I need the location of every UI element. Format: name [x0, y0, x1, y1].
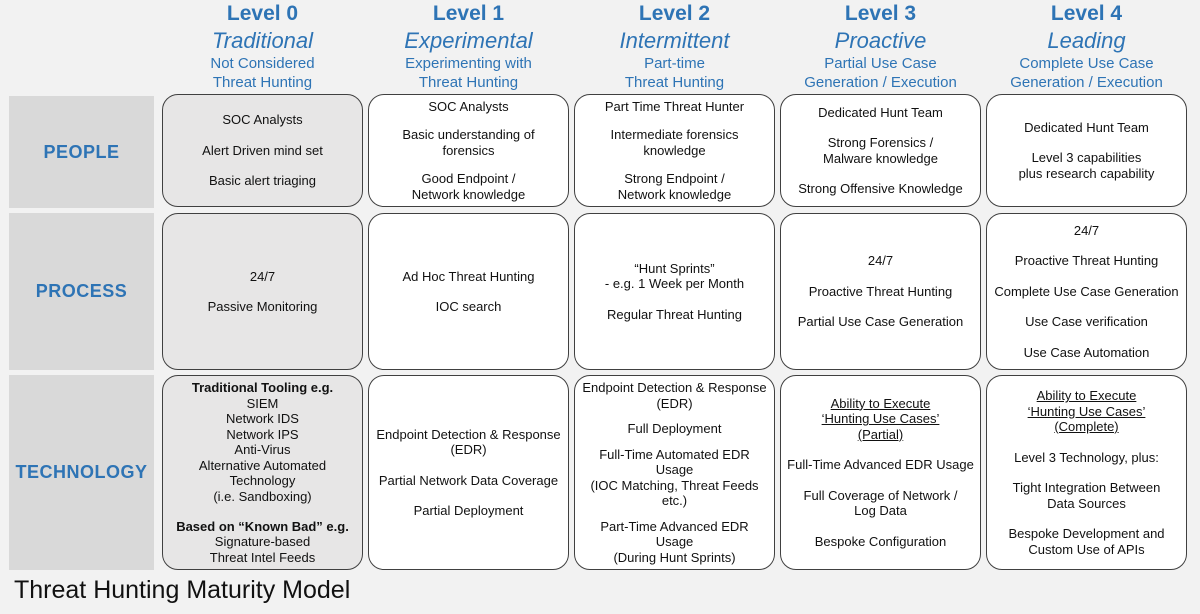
cell-text: Regular Threat Hunting — [607, 306, 742, 322]
cell-text: Strong Forensics / Malware knowledge — [823, 135, 938, 166]
cell-text: Tight Integration Between Data Sources — [1012, 480, 1161, 511]
cell-text: 24/7 — [867, 253, 894, 269]
level-name: Experimental — [404, 28, 533, 53]
level-subtitle-1: Complete Use Case — [1019, 55, 1154, 72]
cell-technology-level-3: Ability to Execute ‘Hunting Use Cases’ (… — [780, 375, 981, 570]
level-number: Level 3 — [844, 2, 917, 25]
cell-text: Traditional Tooling e.g. — [191, 380, 334, 395]
level-number: Level 2 — [638, 2, 711, 25]
level-subtitle-1: Partial Use Case — [824, 55, 937, 72]
cell-text: Partial Network Data Coverage — [378, 472, 559, 488]
level-2-header: Level 2 Intermittent Part-time Threat Hu… — [572, 0, 777, 94]
level-number: Level 4 — [1050, 2, 1123, 25]
level-number: Level 0 — [226, 2, 299, 25]
level-subtitle-1: Not Considered — [210, 55, 315, 72]
cell-text: Full-Time Advanced EDR Usage — [787, 457, 974, 473]
level-subtitle-2: Threat Hunting — [624, 74, 725, 91]
level-1-header: Level 1 Experimental Experimenting with … — [366, 0, 571, 94]
cell-text: Dedicated Hunt Team — [818, 104, 943, 120]
level-name: Proactive — [834, 28, 927, 53]
row-label-people: PEOPLE — [9, 96, 154, 208]
level-number: Level 1 — [432, 2, 505, 25]
level-subtitle-1: Part-time — [644, 55, 705, 72]
cell-text: Use Case Automation — [1023, 344, 1150, 360]
cell-text: Based on “Known Bad” e.g. — [176, 518, 349, 534]
cell-text: Full-Time Automated EDR Usage (IOC Match… — [590, 446, 759, 509]
cell-text: Bespoke Configuration — [814, 533, 947, 549]
cell-text: SOC Analysts — [428, 99, 509, 114]
cell-text: SIEM Network IDS Network IPS Anti-Virus … — [198, 395, 327, 504]
cell-text: Ad Hoc Threat Hunting — [402, 268, 535, 284]
level-subtitle-1: Experimenting with — [405, 55, 532, 72]
cell-text: Ability to Execute ‘Hunting Use Cases’ (… — [821, 395, 940, 442]
level-subtitle-2: Threat Hunting — [212, 74, 313, 91]
level-name: Intermittent — [619, 28, 730, 53]
cell-text: Endpoint Detection & Response (EDR) — [582, 380, 767, 411]
cell-text: Dedicated Hunt Team — [1024, 119, 1149, 135]
cell-text: SOC Analysts — [222, 112, 303, 128]
cell-text: Proactive Threat Hunting — [1014, 253, 1159, 269]
cell-text: Strong Offensive Knowledge — [798, 181, 963, 196]
cell-text: Basic understanding of forensics — [402, 127, 535, 158]
cell-text: 24/7 — [1073, 222, 1100, 238]
cell-text: Partial Deployment — [413, 503, 524, 518]
cell-text: Part-Time Advanced EDR Usage (During Hun… — [600, 518, 749, 565]
cell-text: Complete Use Case Generation — [994, 283, 1179, 299]
cell-text: Alert Driven mind set — [202, 142, 323, 158]
row-label-process: PROCESS — [9, 213, 154, 370]
cell-text: Use Case verification — [1025, 314, 1148, 330]
level-name: Traditional — [211, 28, 314, 53]
page-title: Threat Hunting Maturity Model — [14, 576, 351, 604]
cell-text: Level 3 capabilities plus research capab… — [1018, 150, 1155, 181]
cell-text: Good Endpoint / Network knowledge — [411, 171, 526, 202]
level-subtitle-2: Threat Hunting — [418, 74, 519, 91]
cell-text: Level 3 Technology, plus: — [1014, 449, 1159, 465]
level-0-header: Level 0 Traditional Not Considered Threa… — [160, 0, 365, 94]
cell-text: Ability to Execute ‘Hunting Use Cases’ (… — [1027, 388, 1146, 434]
cell-text: Signature-based Threat Intel Feeds — [209, 534, 316, 565]
cell-text: Strong Endpoint / Network knowledge — [617, 171, 732, 202]
cell-text: Part Time Threat Hunter — [604, 99, 745, 114]
level-subtitle-2: Generation / Execution — [1010, 74, 1163, 91]
cell-text: “Hunt Sprints” - e.g. 1 Week per Month — [604, 260, 745, 292]
cell-text: Bespoke Development and Custom Use of AP… — [1008, 526, 1165, 557]
level-name: Leading — [1047, 28, 1126, 53]
cell-technology-level-1: Endpoint Detection & Response (EDR) Parti… — [368, 375, 569, 570]
level-4-header: Level 4 Leading Complete Use Case Genera… — [984, 0, 1189, 94]
level-subtitle-2: Generation / Execution — [804, 74, 957, 91]
cell-text: Passive Monitoring — [207, 299, 318, 314]
level-3-header: Level 3 Proactive Partial Use Case Gener… — [778, 0, 983, 94]
cell-text: Endpoint Detection & Response (EDR) — [376, 426, 561, 458]
cell-text: Proactive Threat Hunting — [808, 283, 953, 299]
cell-text: Basic alert triaging — [209, 173, 316, 189]
cell-text: 24/7 — [249, 268, 276, 284]
cell-text: IOC search — [435, 299, 502, 314]
cell-technology-level-0: Traditional Tooling e.g.SIEM Network IDS… — [162, 375, 363, 570]
cell-text: Full Deployment — [627, 421, 722, 436]
cell-text: Full Coverage of Network / Log Data — [803, 487, 958, 519]
cell-text: Intermediate forensics knowledge — [610, 127, 739, 158]
cell-text: Partial Use Case Generation — [797, 314, 964, 330]
row-label-technology: TECHNOLOGY — [9, 375, 154, 570]
cell-technology-level-4: Ability to Execute ‘Hunting Use Cases’ (… — [986, 375, 1187, 570]
cell-technology-level-2: Endpoint Detection & Response (EDR) Full … — [574, 375, 775, 570]
